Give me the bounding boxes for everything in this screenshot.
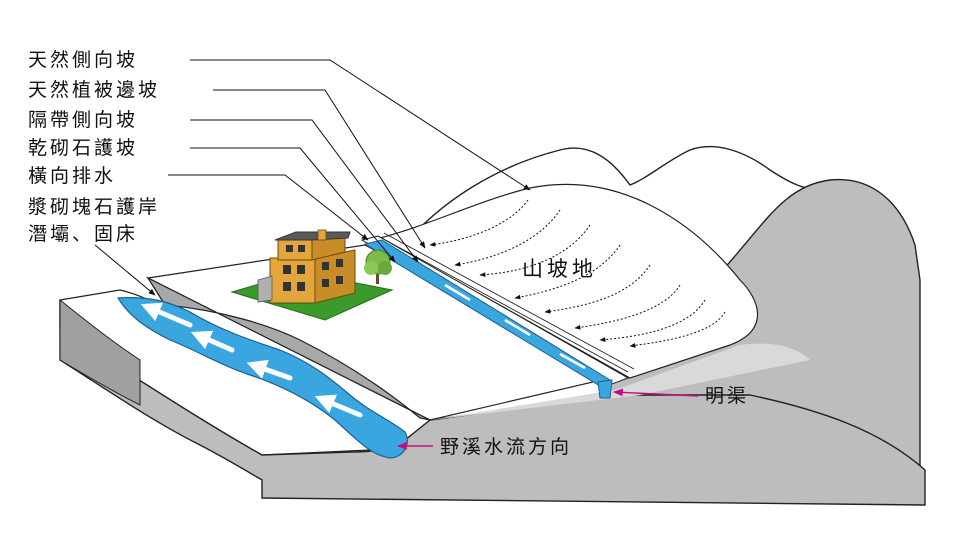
channel-outlet: [597, 379, 613, 399]
callout-pointers: [397, 388, 699, 450]
hillside-surface: [378, 183, 758, 379]
label-check-dam-groundsill: 潛壩、固床: [28, 223, 138, 245]
label-hillside: 山坡地: [522, 257, 597, 281]
leader-lines: [94, 59, 531, 296]
revetment-strip: [146, 276, 431, 421]
house-icon: [257, 229, 356, 304]
label-natural-side-slope: 天然側向坡: [28, 49, 138, 71]
label-buffer-side-slope: 隔帶側向坡: [28, 109, 138, 131]
channel-flow-arrows: [444, 283, 586, 370]
label-dry-masonry-revetment: 乾砌石護坡: [28, 137, 138, 159]
valley-floor: [430, 343, 810, 420]
slope-strip-lines: [377, 232, 635, 373]
ground-left-face: [59, 298, 141, 406]
label-grouted-revetment: 漿砌塊石護岸: [28, 196, 160, 218]
stream-flow-arrows: [140, 302, 363, 418]
ground-front-face: [59, 300, 926, 506]
runoff-arrows: [429, 199, 726, 348]
label-stream-flow-direction: 野溪水流方向: [440, 436, 572, 458]
label-lateral-drainage: 橫向排水: [28, 165, 116, 187]
label-natural-vegetation-slope: 天然植被邊坡: [28, 79, 160, 101]
label-open-channel: 明渠: [705, 385, 749, 407]
